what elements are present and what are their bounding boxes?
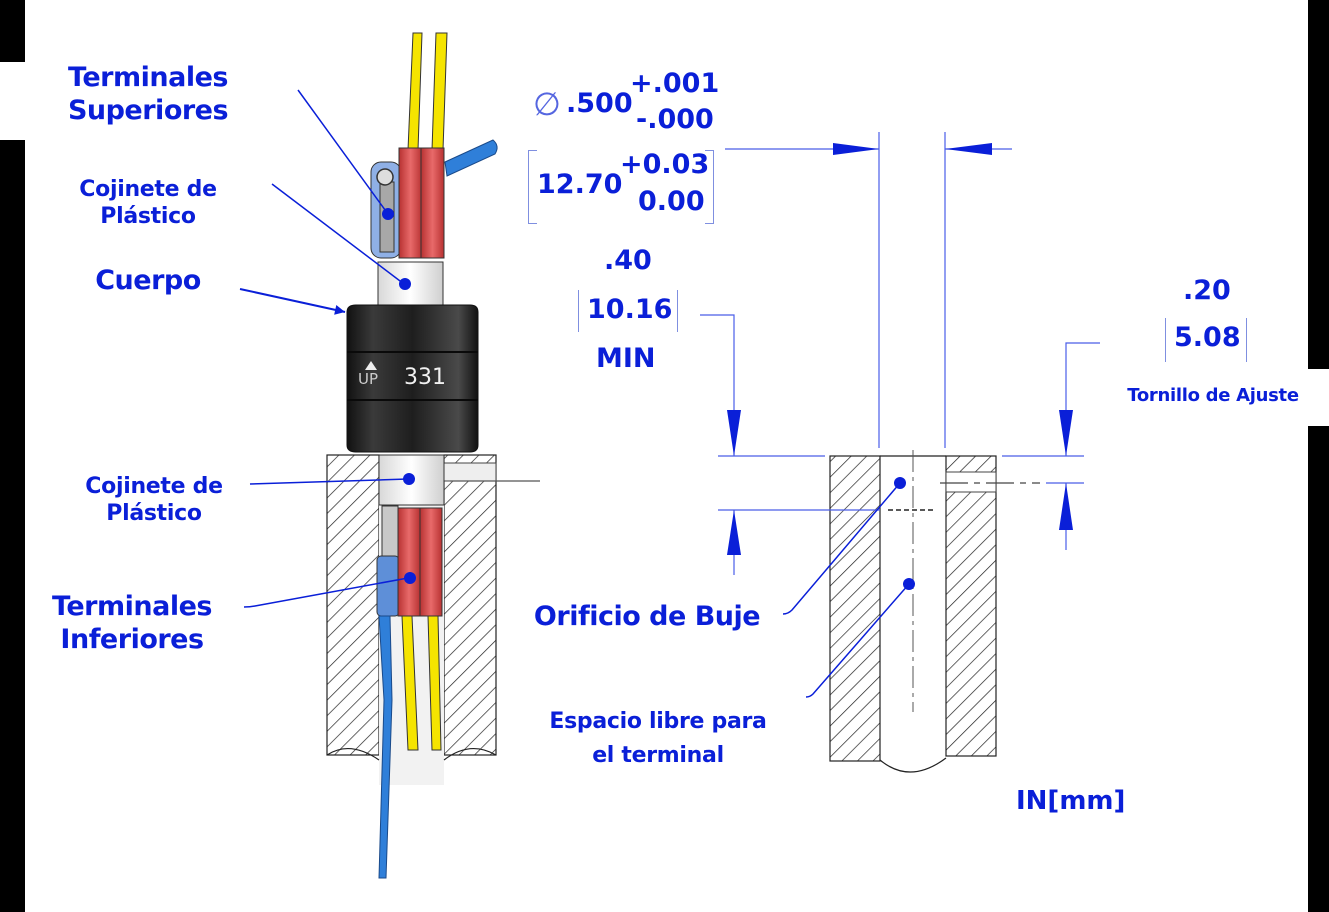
label-upper-terminals-line1: Terminales [68, 62, 228, 93]
label-terminal-clearance-line1: Espacio libre para [549, 709, 767, 734]
label-set-screw: Tornillo de Ajuste [1127, 385, 1299, 406]
label-terminal-clearance: Espacio libre para el terminal [528, 705, 788, 773]
label-upper-bearing: Cojinete de Plástico [62, 177, 234, 231]
section-right-wall [945, 455, 997, 757]
label-upper-bearing-line1: Cojinete de [79, 177, 217, 202]
upper-yellow-wire-1 [407, 32, 423, 151]
diameter-inch-tol-plus: +.001 [630, 68, 720, 99]
leader-bushing-hole [782, 482, 901, 615]
diameter-inch-value: .500 [566, 88, 633, 119]
frame-bar-left-top [0, 0, 25, 62]
up-arrow-icon [365, 361, 377, 370]
leader-lower-terminals [243, 577, 409, 608]
diameter-mm-value: 12.70 [537, 169, 623, 200]
housing-left-wall [326, 454, 380, 756]
depth-mm-bracket [578, 290, 678, 332]
leader-upper-terminals [297, 89, 389, 215]
diameter-mm-bracket [528, 150, 537, 224]
lower-yellow-wire-1 [401, 615, 419, 751]
frame-bar-right-top [1308, 0, 1329, 369]
diameter-mm-tol-plus: +0.03 [620, 149, 710, 180]
lower-yellow-wire-2 [427, 615, 442, 751]
body-up-marking: UP [358, 370, 379, 388]
label-lower-terminals-line1: Terminales [52, 591, 212, 622]
upper-terminal-1 [398, 147, 423, 259]
leader-lower-bearing [249, 478, 409, 485]
leader-upper-bearing [271, 183, 405, 285]
label-lower-bearing-line2: Plástico [106, 500, 202, 526]
section-left-wall [829, 455, 881, 762]
label-upper-bearing-line2: Plástico [100, 203, 196, 229]
body-part-number: 331 [404, 365, 446, 390]
setscrew-mm-bracket [1165, 318, 1247, 362]
depth-inch-value: .40 [604, 245, 652, 276]
diameter-inch-tol-minus: -.000 [636, 104, 714, 135]
setscrew-mm-value: 5.08 [1174, 322, 1241, 353]
diameter-symbol: ∅ [533, 85, 561, 123]
setscrew-inch-value: .20 [1183, 275, 1231, 306]
lower-terminal-1 [397, 507, 421, 617]
lower-terminal-2 [419, 507, 443, 617]
depth-qualifier: MIN [596, 343, 656, 374]
upper-blue-wire [444, 139, 498, 177]
label-body: Cuerpo [95, 265, 201, 296]
diameter-mm-tol-minus: 0.00 [638, 186, 705, 217]
diameter-mm-bracket-close [705, 150, 714, 224]
housing-right-wall [443, 454, 497, 756]
label-lower-bearing: Cojinete de Plástico [68, 474, 240, 528]
label-lower-bearing-line1: Cojinete de [85, 474, 223, 499]
lower-blue-wire [378, 615, 393, 879]
units-label: IN[mm] [1016, 786, 1126, 816]
label-lower-terminals: Terminales Inferiores [46, 591, 218, 657]
label-upper-terminals: Terminales Superiores [62, 62, 234, 128]
label-bushing-hole: Orificio de Buje [533, 601, 761, 632]
leader-terminal-clearance [805, 583, 910, 698]
lower-terminal-blue [376, 555, 400, 617]
body [346, 304, 479, 453]
upper-yellow-wire-2 [431, 32, 448, 151]
label-upper-terminals-line2: Superiores [67, 94, 229, 126]
label-terminal-clearance-line2: el terminal [592, 743, 724, 769]
label-lower-terminals-line2: Inferiores [60, 623, 204, 655]
depth-mm-value: 10.16 [587, 294, 673, 325]
frame-bar-left [0, 140, 25, 912]
frame-bar-right-bottom [1308, 426, 1329, 912]
leader-body [239, 288, 346, 315]
upper-terminal-2 [420, 147, 445, 259]
